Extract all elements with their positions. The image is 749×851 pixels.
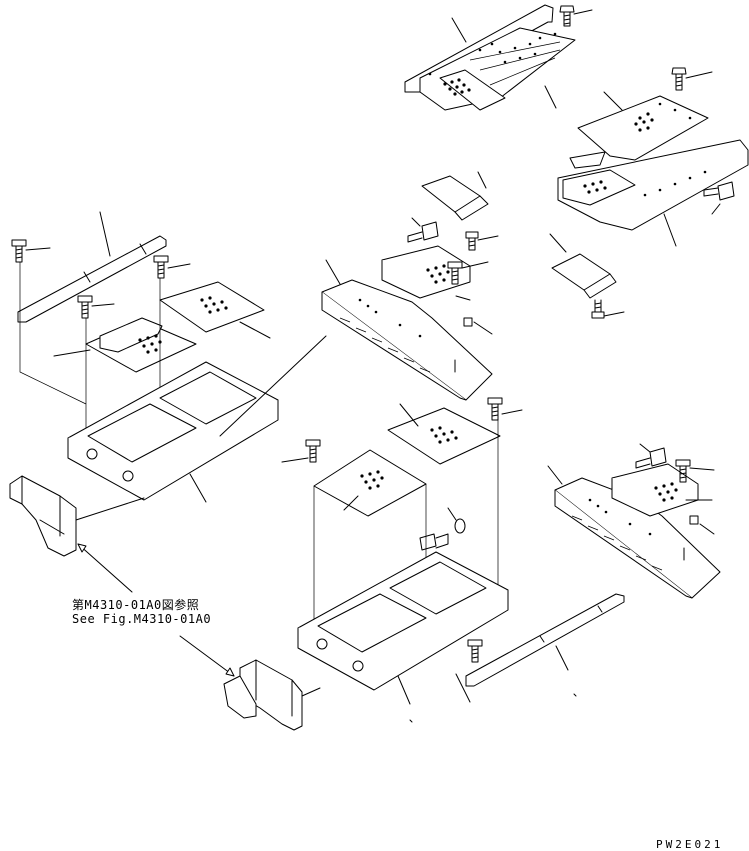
bolt-icon	[559, 5, 593, 27]
bolt-icon	[447, 261, 489, 285]
step-bracket	[9, 475, 145, 557]
lower-step-frame	[547, 463, 721, 599]
small-bracket	[421, 171, 489, 221]
lower-floor-plate	[387, 403, 501, 465]
lower-step-plate	[313, 449, 427, 517]
bolt-icon	[703, 181, 735, 215]
bolt-icon	[465, 231, 499, 251]
bolt-icon	[407, 217, 439, 243]
bolt-icon	[671, 67, 713, 91]
nut-icon	[463, 317, 493, 335]
bolt-icon	[675, 459, 715, 483]
upper-step-box	[67, 335, 327, 503]
bolt-icon	[153, 255, 191, 279]
bolt-icon	[281, 439, 321, 463]
bolt-icon	[467, 639, 483, 663]
left-step-rail	[17, 211, 167, 323]
rear-cover-assembly	[404, 4, 576, 111]
step-bracket	[223, 659, 321, 731]
small-bracket	[549, 233, 617, 299]
reference-arrow-2	[179, 635, 235, 677]
bolt-icon	[419, 533, 449, 551]
upper-step-frame	[321, 245, 493, 401]
reference-note-en: See Fig.M4310-01A0	[72, 612, 212, 626]
left-floor-plate	[159, 281, 271, 339]
lower-step-box	[297, 551, 509, 705]
right-side-rail	[557, 139, 749, 231]
bolt-icon	[77, 295, 115, 319]
bolt-icon	[591, 299, 625, 319]
bolt-icon	[487, 397, 523, 421]
bolt-icon	[11, 239, 51, 263]
floor-mat	[569, 95, 709, 169]
drawing-code: PW2E021	[656, 838, 724, 851]
reference-arrow-1	[77, 543, 133, 593]
bolt-icon	[635, 443, 667, 469]
lower-step-rail	[465, 593, 625, 697]
nut-icon	[689, 515, 715, 535]
left-step-plate	[53, 317, 197, 373]
reference-note-jp: 第M4310-01A0図参照	[72, 598, 200, 612]
washer-icon	[447, 507, 466, 534]
